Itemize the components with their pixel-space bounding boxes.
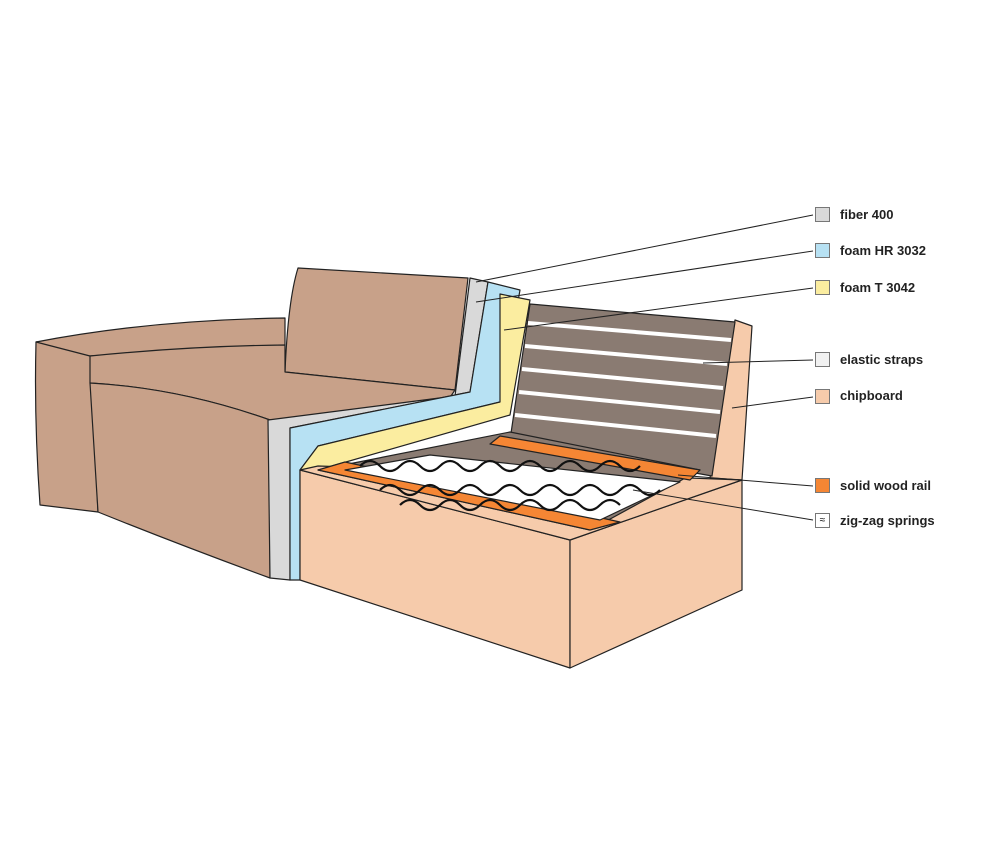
legend-label-springs: zig-zag springs <box>840 513 935 528</box>
elastic-straps-area <box>509 303 736 477</box>
legend-label-foam-t: foam T 3042 <box>840 280 916 295</box>
sofa-left-upholstered <box>34 267 469 579</box>
legend-swatch-chipboard <box>815 389 830 404</box>
legend-label-chipboard: chipboard <box>840 388 903 403</box>
seat-base <box>317 431 701 531</box>
legend-swatch-springs: ≈ <box>815 513 830 528</box>
legend-label-rail: solid wood rail <box>840 478 932 493</box>
legend-swatch-foam-t <box>815 280 830 295</box>
legend-label-straps: elastic straps <box>840 352 924 367</box>
legend-swatch-foam-hr <box>815 243 830 258</box>
legend-swatch-straps <box>815 352 830 367</box>
legend-label-foam-hr: foam HR 3032 <box>840 243 926 258</box>
legend-label-fiber: fiber 400 <box>840 207 894 222</box>
leader-lines <box>475 214 814 521</box>
legend-swatch-rail <box>815 478 830 493</box>
sofa-backrest <box>284 267 469 391</box>
sofa-seat-front <box>89 382 271 579</box>
legend-swatch-fiber <box>815 207 830 222</box>
sofa-arm <box>34 335 99 513</box>
